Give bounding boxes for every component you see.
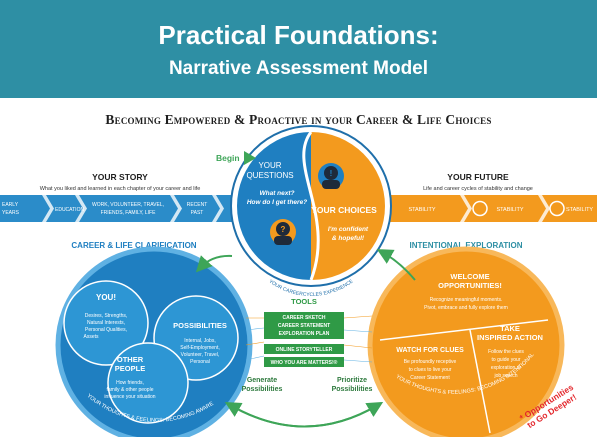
other-people-label-2: PEOPLE xyxy=(115,364,145,373)
confident-text-1: I'm confident xyxy=(328,226,369,233)
you-circle xyxy=(63,280,149,366)
take-item-3: exploration or xyxy=(491,365,522,371)
take-label-2: INSPIRED ACTION xyxy=(477,333,543,342)
flow-arrows xyxy=(195,249,416,428)
welcome-item-1: Recognize meaningful moments. xyxy=(430,297,503,303)
generate-label-2: Possibilities xyxy=(242,386,283,393)
tools-box-main xyxy=(264,312,344,339)
your-future-title: YOUR FUTURE xyxy=(447,172,509,182)
possibilities-item-3: Volunteer, Travel, xyxy=(181,352,220,358)
story-stage-recent: RECENT xyxy=(187,202,208,208)
tool-who-you-are-matters: WHO YOU ARE MATTERS!® xyxy=(271,359,338,366)
clarification-title: CAREER & LIFE CLARIFICATION xyxy=(71,241,196,250)
possibilities-item-1: Internal, Jobs, xyxy=(184,338,215,344)
other-item-1: How friends, xyxy=(116,380,144,386)
slide-subtitle: Narrative Assessment Model xyxy=(168,58,429,79)
take-item-1: Follow the clues xyxy=(488,349,524,355)
story-stage-early: EARLY xyxy=(2,202,19,208)
you-item-2: Natural Interests, xyxy=(87,320,125,326)
questions-half xyxy=(237,132,311,280)
center-circle: ? ! YOUR QUESTIONS What next? How do I g… xyxy=(230,125,392,298)
tool-online-storyteller: ONLINE STORYTELLER xyxy=(276,347,333,353)
you-label: YOU! xyxy=(96,293,116,302)
story-stage-past: PAST xyxy=(191,210,204,216)
welcome-label-2: OPPORTUNITIES! xyxy=(438,281,502,290)
story-stage-years: YEARS xyxy=(2,210,20,216)
tools-title: TOOLS xyxy=(291,297,317,306)
take-item-2: to guide your xyxy=(492,357,521,363)
slide-header: Practical Foundations: Narrative Assessm… xyxy=(0,0,597,98)
you-item-3: Personal Qualities, xyxy=(85,327,127,333)
prioritize-label-2: Possibilities xyxy=(332,386,373,393)
your-story-desc: What you liked and learned in each chapt… xyxy=(40,186,201,192)
begin-arrow-icon xyxy=(244,151,256,165)
tool-career-sketch: CAREER SKETCH xyxy=(282,315,325,321)
story-stage-work: WORK, VOLUNTEER, TRAVEL, xyxy=(92,202,164,208)
your-future-desc: Life and career cycles of stability and … xyxy=(423,186,533,192)
svg-text:!: ! xyxy=(330,169,333,178)
watch-label: WATCH FOR CLUES xyxy=(396,347,464,354)
welcome-label-1: WELCOME xyxy=(450,272,489,281)
clarification-circle: YOU! Desires, Strengths, Natural Interes… xyxy=(55,246,253,437)
svg-text:?: ? xyxy=(281,225,286,234)
confident-person-icon: ! xyxy=(318,163,344,189)
questions-q2: How do I get there? xyxy=(247,199,307,206)
possibilities-item-4: Personal xyxy=(190,359,210,365)
change-cycle-icon xyxy=(549,200,565,217)
change-cycle-icon xyxy=(472,200,488,217)
story-stage-education: EDUCATION xyxy=(55,207,84,213)
prioritize-label-1: Prioritize xyxy=(337,377,367,384)
your-story-title: YOUR STORY xyxy=(92,172,148,182)
begin-label: Begin xyxy=(216,153,240,163)
possibilities-item-2: Self-Employment, xyxy=(180,345,219,351)
take-label-1: TAKE xyxy=(500,324,520,333)
watch-item-1: Be profoundly receptive xyxy=(404,359,457,365)
tools-box-storyteller xyxy=(264,344,344,354)
slide-title: Practical Foundations: xyxy=(158,20,439,50)
take-item-4: job search xyxy=(493,373,517,379)
exploration-circle: WELCOME OPPORTUNITIES! Recognize meaning… xyxy=(367,246,565,437)
diagram-heading: Becoming Empowered & Proactive in your C… xyxy=(105,112,492,127)
confident-text-2: & hopeful! xyxy=(332,235,365,242)
choices-label: YOUR CHOICES xyxy=(311,205,377,215)
questions-q1: What next? xyxy=(259,190,294,197)
future-stage-stability-2: STABILITY xyxy=(496,207,523,213)
begin-marker: Begin xyxy=(216,151,256,165)
your-story-timeline: EARLY YEARS EDUCATION WORK, VOLUNTEER, T… xyxy=(0,172,250,222)
other-item-3: influence your situation xyxy=(104,394,155,400)
possibilities-label: POSSIBILITIES xyxy=(173,321,227,330)
other-item-2: family & other people xyxy=(107,387,154,393)
thinking-person-icon: ? xyxy=(270,219,296,245)
tools-panel: TOOLS CAREER SKETCH CAREER STATEMENT EXP… xyxy=(245,297,373,367)
tool-career-statement: CAREER STATEMENT xyxy=(278,323,330,329)
future-band xyxy=(360,195,597,222)
arrow-to-clarification-bottom-icon xyxy=(224,402,379,428)
you-item-1: Desires, Strengths, xyxy=(85,313,128,319)
questions-label-2: QUESTIONS xyxy=(246,171,293,180)
watch-item-2: to clues to live your xyxy=(409,367,452,373)
your-future-timeline: STABILITY STABILITY STABILITY YOUR FUTUR… xyxy=(360,172,597,222)
tool-exploration-plan: EXPLORATION PLAN xyxy=(279,331,330,337)
welcome-item-2: Pivot, embrace and fully explore them xyxy=(424,305,508,311)
exploration-title: INTENTIONAL EXPLORATION xyxy=(409,241,522,250)
other-people-circle xyxy=(107,342,189,424)
watch-item-3: Career Statement xyxy=(410,375,450,381)
generate-label-1: Generate xyxy=(247,377,277,384)
future-stage-stability-1: STABILITY xyxy=(408,207,435,213)
future-stage-stability-3: STABILITY xyxy=(566,207,593,213)
you-item-4: Assets xyxy=(83,334,99,340)
tools-box-wyam xyxy=(264,357,344,367)
arrow-to-clarification-icon xyxy=(195,254,233,273)
story-stage-friends: FRIENDS, FAMILY, LIFE xyxy=(101,210,156,216)
other-people-label-1: OTHER xyxy=(117,355,144,364)
arrow-to-center-icon xyxy=(376,249,416,281)
questions-label-1: YOUR xyxy=(258,161,281,170)
story-band xyxy=(0,195,250,222)
